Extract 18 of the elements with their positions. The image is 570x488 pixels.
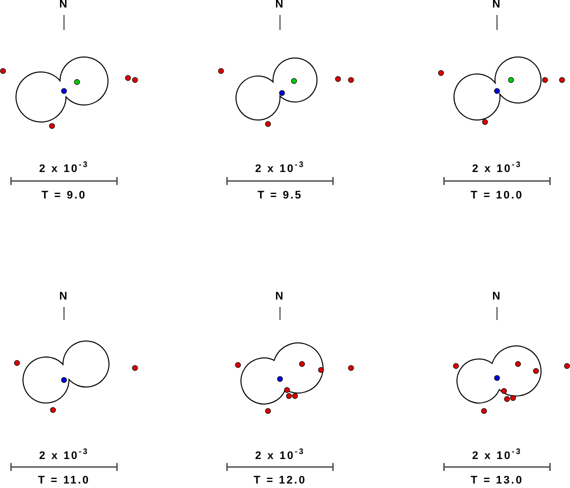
time-label: T = 9.5 [257,190,303,202]
north-label: N [59,292,69,302]
scale-label: 2 x 10$^{-3}$ [255,448,305,462]
north-label: N [492,0,502,10]
time-label: T = 13.0 [470,476,524,486]
time-label: T = 9.0 [41,190,87,202]
north-label: N [275,0,285,10]
time-label: T = 12.0 [254,476,306,486]
scale-label: 2 x 10$^{-3}$ [472,161,522,175]
north-label: N [275,292,285,302]
time-label: T = 10.0 [470,190,524,202]
scale-label: 2 x 10$^{-3}$ [39,448,89,462]
time-label: T = 11.0 [38,476,90,486]
scale-label: 2 x 10$^{-3}$ [255,161,305,175]
north-label: N [492,292,502,302]
scale-label: 2 x 10$^{-3}$ [472,448,522,462]
north-label: N [59,0,69,10]
scale-label: 2 x 10$^{-3}$ [39,161,89,175]
